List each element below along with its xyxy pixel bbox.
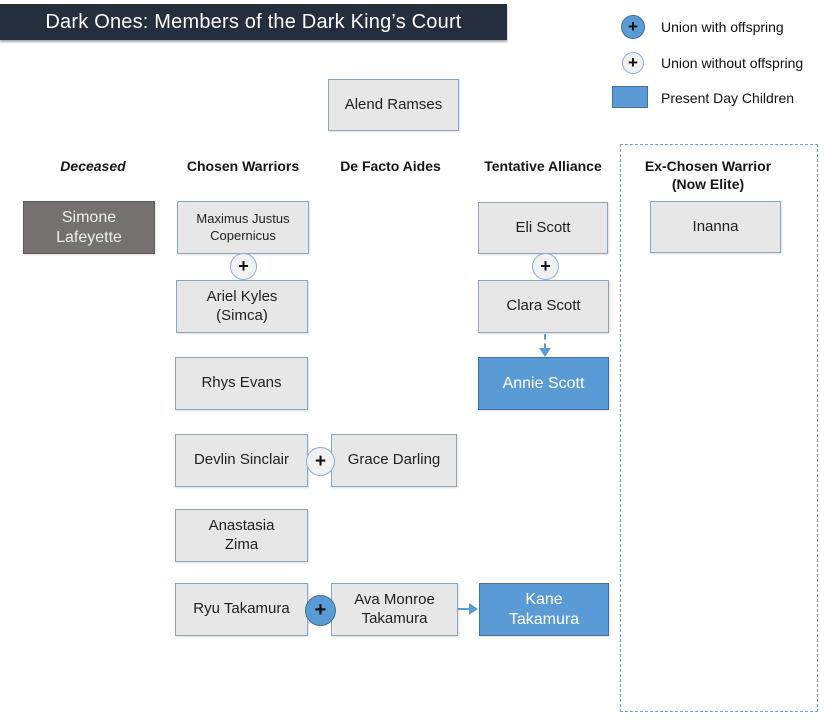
node-ava-monroe-takamura: Ava Monroe Takamura	[331, 583, 458, 636]
column-header-tentative-alliance: Tentative Alliance	[484, 158, 602, 174]
ex-chosen-warrior-region	[620, 144, 818, 712]
node-clara-scott: Clara Scott	[478, 280, 609, 333]
column-header-chosen-warriors: Chosen Warriors	[186, 158, 300, 174]
column-header-deceased: Deceased	[60, 158, 126, 174]
node-grace-darling: Grace Darling	[331, 434, 457, 487]
present-day-children-icon	[612, 86, 648, 108]
node-rhys-evans: Rhys Evans	[175, 357, 308, 410]
arrowhead-down-icon	[539, 348, 551, 357]
diagram-title: Dark Ones: Members of the Dark King’s Co…	[0, 4, 507, 40]
legend-label-union-without-offspring: Union without offspring	[661, 55, 804, 71]
union-without-offspring-connector-eli-clara: +	[532, 253, 559, 280]
node-alend-ramses: Alend Ramses	[328, 79, 459, 131]
node-simone-lafeyette: Simone Lafeyette	[23, 201, 155, 254]
column-header-de-facto-aides: De Facto Aides	[340, 158, 441, 174]
node-ariel-kyles: Ariel Kyles (Simca)	[176, 280, 308, 333]
legend-label-present-day-children: Present Day Children	[661, 90, 795, 106]
node-maximus-justus-copernicus: Maximus Justus Copernicus	[177, 201, 309, 254]
union-with-offspring-connector-ryu-ava: +	[305, 595, 336, 626]
node-ryu-takamura: Ryu Takamura	[175, 583, 308, 636]
legend-label-union-with-offspring: Union with offspring	[661, 19, 784, 35]
arrowhead-right-icon	[469, 603, 478, 615]
node-annie-scott: Annie Scott	[478, 357, 609, 410]
dashed-descent-line-clara-annie	[544, 334, 546, 349]
node-anastasia-zima: Anastasia Zima	[175, 509, 308, 562]
node-inanna: Inanna	[650, 201, 781, 253]
descent-line-ava-kane	[458, 608, 471, 610]
union-without-offspring-icon: +	[622, 52, 644, 74]
union-without-offspring-connector-maximus-ariel: +	[230, 253, 257, 280]
node-kane-takamura: Kane Takamura	[479, 583, 609, 636]
union-without-offspring-connector-devlin-grace: +	[306, 447, 335, 476]
column-header-ex-chosen-warrior: Ex-Chosen Warrior (Now Elite)	[644, 158, 772, 193]
union-with-offspring-icon: +	[621, 15, 645, 39]
node-devlin-sinclair: Devlin Sinclair	[175, 434, 308, 487]
node-eli-scott: Eli Scott	[478, 202, 608, 254]
